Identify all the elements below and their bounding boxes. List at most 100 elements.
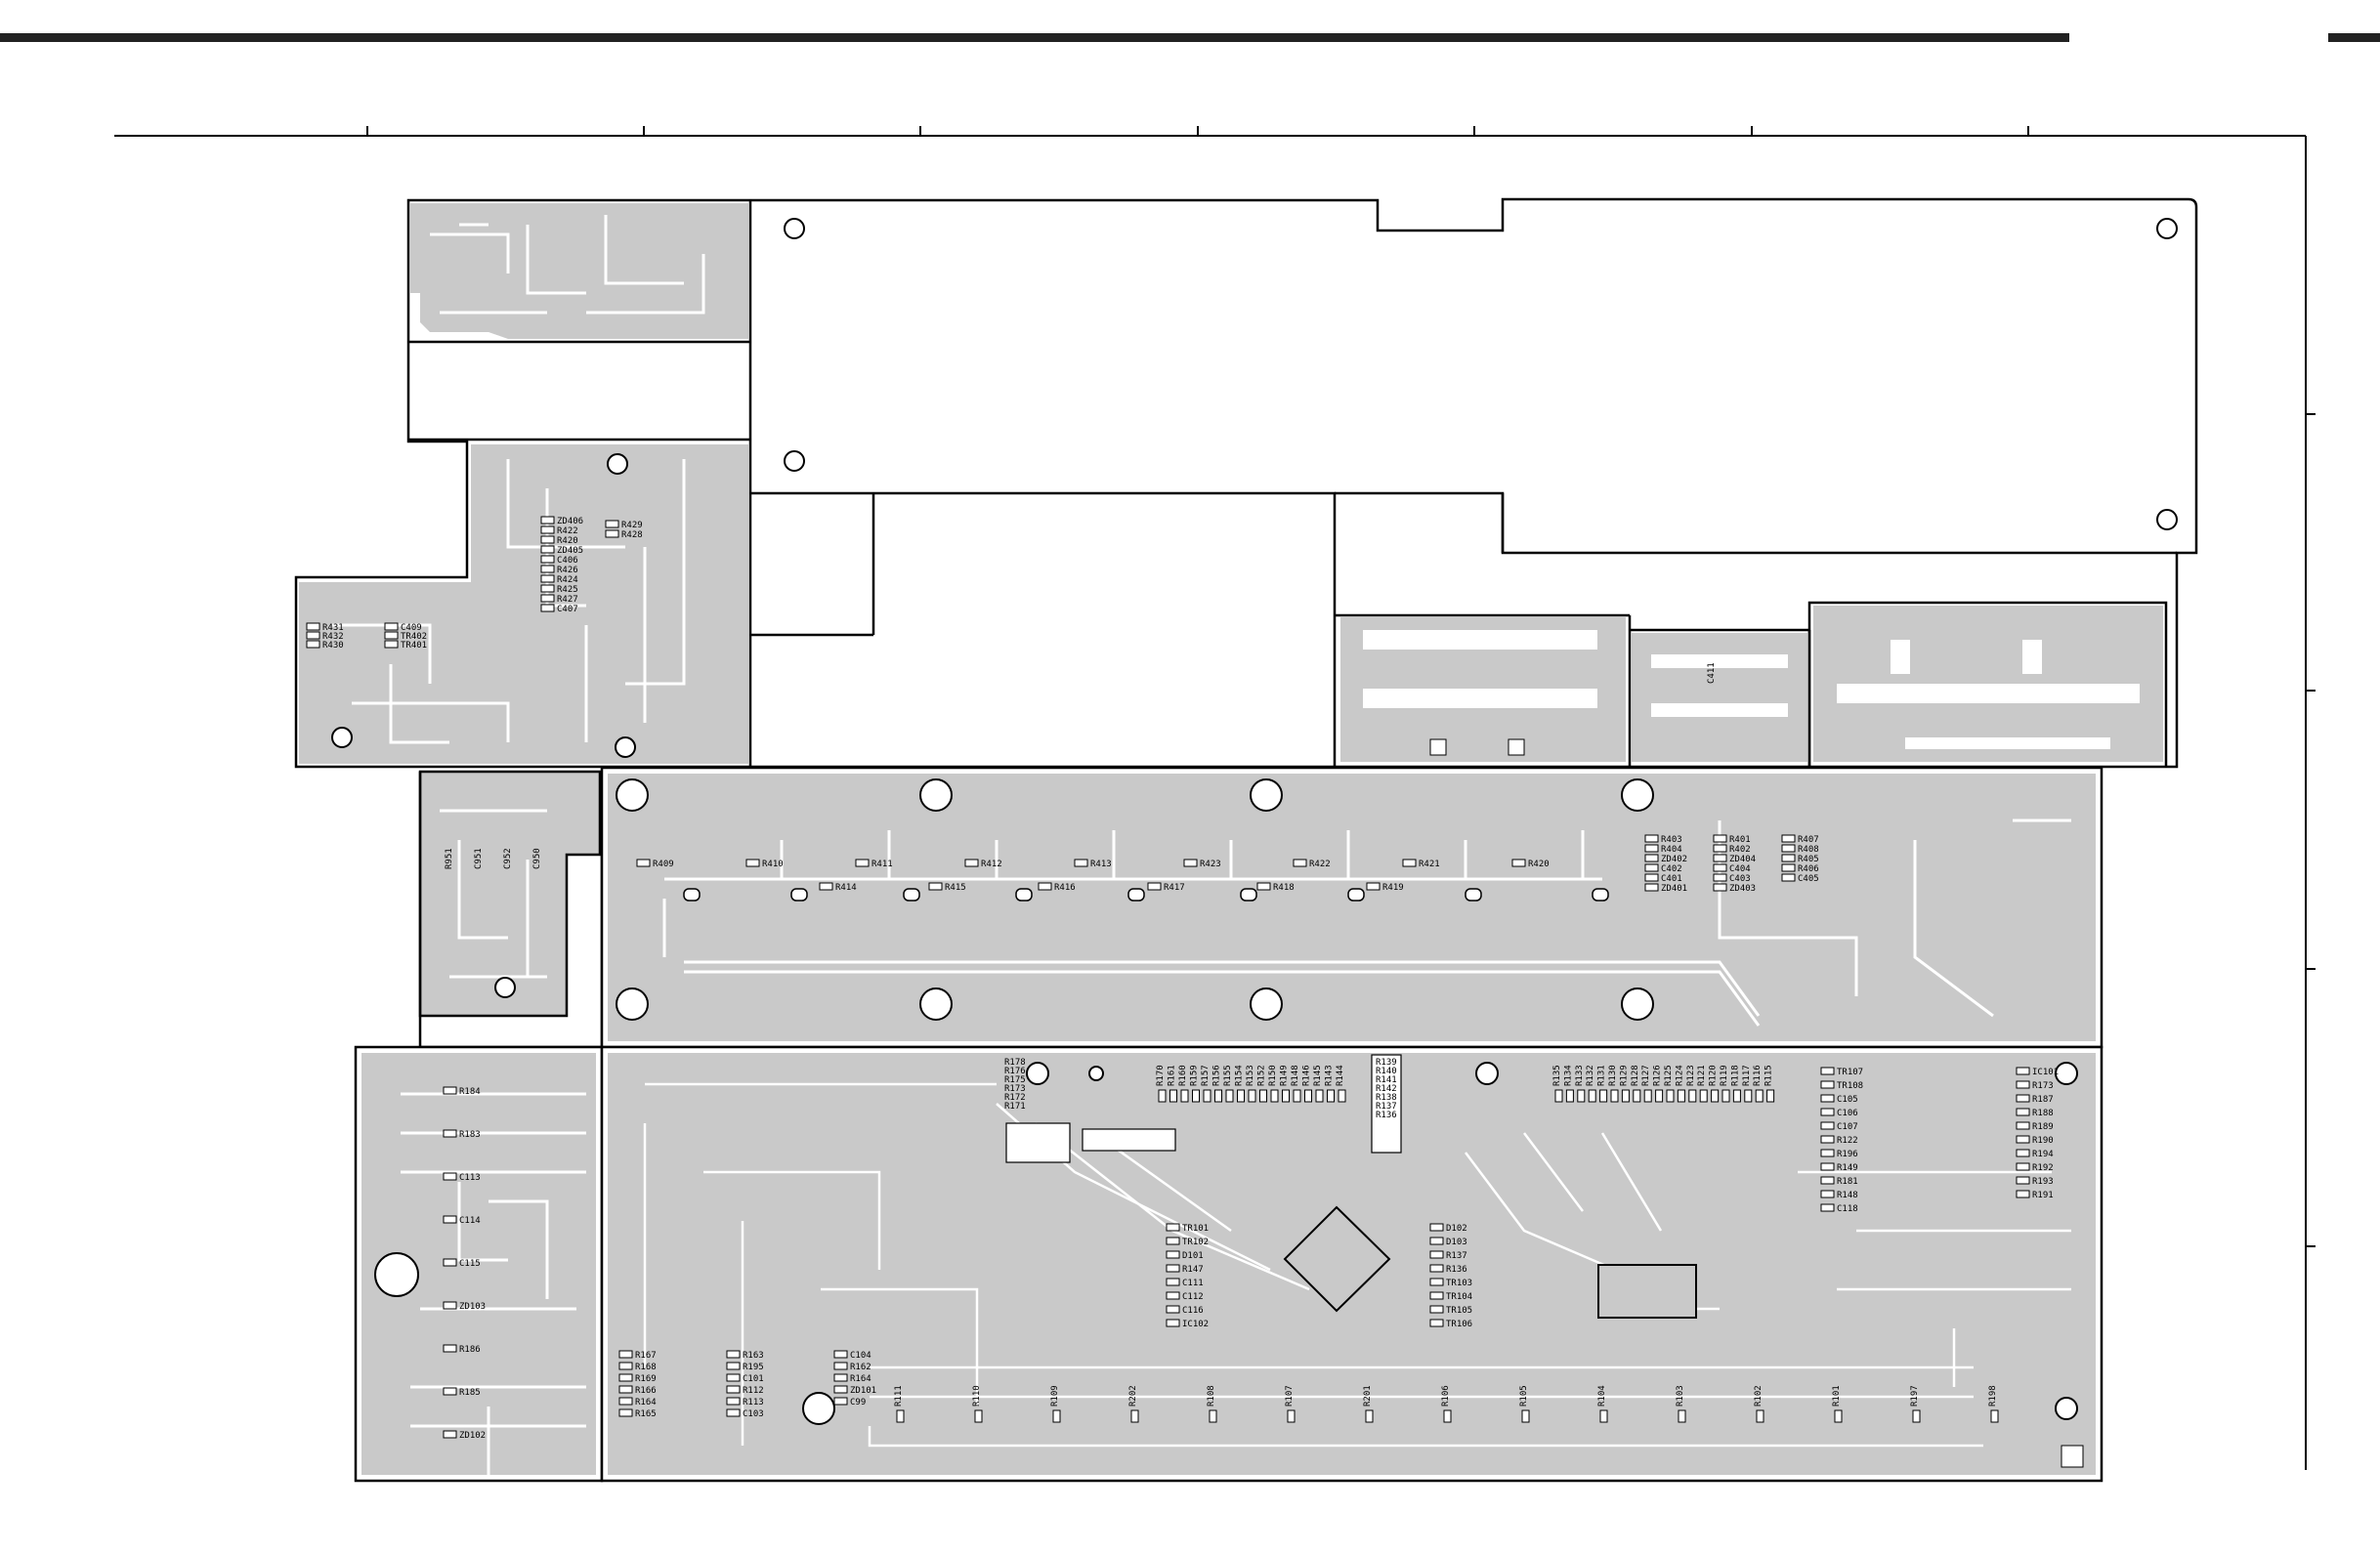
- component-label: C405: [1798, 874, 1819, 884]
- component-label: R121: [1697, 1065, 1707, 1086]
- component-pad: [2016, 1067, 2030, 1075]
- component-label: R171: [1004, 1102, 1026, 1112]
- component-label: ZD401: [1661, 884, 1687, 894]
- component-pad: [540, 584, 555, 593]
- component-pad: [306, 631, 320, 640]
- component-label: R172: [1004, 1093, 1026, 1103]
- component-pad: [1820, 1162, 1835, 1171]
- component-pad: [1713, 873, 1727, 882]
- component-pad: [1166, 1250, 1180, 1259]
- component-pad: [726, 1385, 741, 1394]
- component-label: R402: [1729, 845, 1751, 855]
- frame-ruler: [114, 126, 2316, 1470]
- component-label: R145: [1313, 1065, 1323, 1086]
- component-pad: [1588, 1089, 1596, 1103]
- component-label: R423: [1200, 860, 1221, 869]
- component-label: R414: [835, 883, 857, 893]
- component-pad: [1610, 1089, 1619, 1103]
- component-label: R101: [1832, 1385, 1842, 1407]
- component-label: C950: [532, 848, 542, 869]
- component-label: ZD101: [850, 1386, 876, 1396]
- labels-main-right: TR107TR108C105C106C107R122R196R149R181R1…: [1820, 1067, 2059, 1214]
- component-label: TR105: [1446, 1306, 1472, 1316]
- component-label: R427: [557, 595, 578, 605]
- component-label: R157: [1201, 1065, 1211, 1086]
- component-pad: [618, 1362, 633, 1370]
- component-label: TR401: [401, 641, 427, 651]
- component-label: R415: [945, 883, 966, 893]
- component-pad: [1781, 834, 1796, 843]
- component-label: C114: [459, 1216, 481, 1226]
- component-pad: [1713, 844, 1727, 853]
- component-label: R421: [1419, 860, 1440, 869]
- component-label: ZD405: [557, 546, 583, 556]
- component-pad: [1214, 1089, 1222, 1103]
- labels-main-top-2: R139R140R141R142R138R137R136R178R176R175…: [1004, 1058, 1397, 1120]
- component-label: ZD103: [459, 1302, 486, 1312]
- header-bar: [0, 33, 2069, 42]
- component-label: R202: [1128, 1385, 1138, 1407]
- board-cap-3: [1813, 606, 2163, 762]
- component-label: C111: [1182, 1279, 1204, 1288]
- component-pad: [1713, 834, 1727, 843]
- component-label: R130: [1608, 1065, 1618, 1086]
- component-label: R197: [1910, 1385, 1920, 1407]
- component-pad: [618, 1350, 633, 1359]
- component-pad: [1990, 1409, 1999, 1423]
- component-label: R188: [2032, 1109, 2054, 1118]
- component-pad: [1820, 1135, 1835, 1144]
- component-label: R185: [459, 1388, 481, 1398]
- component-label: R102: [1754, 1385, 1764, 1407]
- component-label: R160: [1178, 1065, 1188, 1086]
- component-pad: [1429, 1291, 1444, 1300]
- component-pad: [1820, 1094, 1835, 1103]
- component-label: R407: [1798, 835, 1819, 845]
- component-pad: [1429, 1305, 1444, 1314]
- component-pad: [1644, 854, 1659, 862]
- component-pad: [384, 640, 399, 649]
- component-pad: [1429, 1250, 1444, 1259]
- component-label: IC102: [1182, 1320, 1209, 1329]
- component-pad: [833, 1385, 848, 1394]
- component-pad: [1666, 1089, 1675, 1103]
- component-label: C409: [401, 623, 422, 633]
- component-label: R404: [1661, 845, 1682, 855]
- component-label: R191: [2032, 1191, 2054, 1200]
- labels-zd-column: ZD406R422R420ZD405C406R426R424R425R427C4…: [540, 516, 583, 614]
- component-label: R189: [2032, 1122, 2054, 1132]
- component-label: R127: [1641, 1065, 1651, 1086]
- component-pad: [726, 1373, 741, 1382]
- component-pad: [2016, 1176, 2030, 1185]
- component-label: R134: [1563, 1065, 1573, 1086]
- component-pad: [1166, 1223, 1180, 1232]
- component-label: R166: [635, 1386, 657, 1396]
- component-pad: [2016, 1190, 2030, 1198]
- component-pad: [1621, 1089, 1630, 1103]
- component-label: R154: [1235, 1065, 1245, 1086]
- component-label: R183: [459, 1130, 481, 1140]
- component-pad: [1834, 1409, 1843, 1423]
- component-label: R178: [1004, 1058, 1026, 1068]
- component-pad: [1644, 844, 1659, 853]
- component-pad: [540, 555, 555, 564]
- component-pad: [1711, 1089, 1720, 1103]
- component-label: R195: [743, 1363, 764, 1372]
- component-label: ZD406: [557, 517, 583, 526]
- component-pad: [1554, 1089, 1563, 1103]
- component-label: R139: [1376, 1058, 1397, 1068]
- component-label: C407: [557, 605, 578, 614]
- component-pad: [605, 520, 619, 528]
- component-pad: [1166, 1278, 1180, 1286]
- component-pad: [833, 1350, 848, 1359]
- component-pad: [1820, 1067, 1835, 1075]
- component-pad: [1565, 1089, 1574, 1103]
- mount-holes-main: [802, 1062, 2078, 1425]
- component-label: R118: [1730, 1065, 1740, 1086]
- component-label: R124: [1675, 1065, 1684, 1086]
- upper-board-dividers: [408, 200, 2177, 767]
- component-label: C118: [1837, 1204, 1858, 1214]
- component-label: R175: [1004, 1075, 1026, 1085]
- component-label: R420: [557, 536, 578, 546]
